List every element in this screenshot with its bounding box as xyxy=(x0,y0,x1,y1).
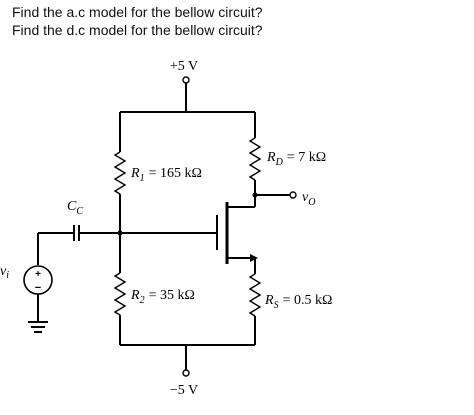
source-minus-sign: − xyxy=(35,282,41,294)
positive-supply: +5 V xyxy=(170,59,198,84)
rs-label: RS= 0.5 kΩ xyxy=(264,293,332,311)
negative-supply-label: −5 V xyxy=(170,383,198,398)
negative-supply: −5 V xyxy=(170,369,198,398)
rs-resistor xyxy=(248,273,262,317)
source-plus-sign: + xyxy=(35,269,41,280)
question-ac-model: Find the a.c model for the bellow circui… xyxy=(12,4,263,20)
output-terminal xyxy=(289,191,297,199)
r2-label: R2= 35 kΩ xyxy=(130,288,195,306)
r1-resistor xyxy=(113,151,127,195)
cc-label: CC xyxy=(67,199,83,217)
rd-resistor xyxy=(248,137,262,181)
mosfet-transistor xyxy=(216,202,258,264)
negative-supply-terminal xyxy=(182,369,190,377)
positive-supply-label: +5 V xyxy=(170,59,198,74)
ground-icon xyxy=(28,321,48,333)
r1-label: R1= 165 kΩ xyxy=(130,166,202,184)
vi-label: vi xyxy=(0,264,9,281)
rd-label: RD= 7 kΩ xyxy=(266,150,326,168)
vo-label: vO xyxy=(302,190,315,208)
question-dc-model: Find the d.c model for the bellow circui… xyxy=(12,22,263,38)
r2-resistor xyxy=(113,272,127,316)
positive-supply-terminal xyxy=(182,76,190,84)
